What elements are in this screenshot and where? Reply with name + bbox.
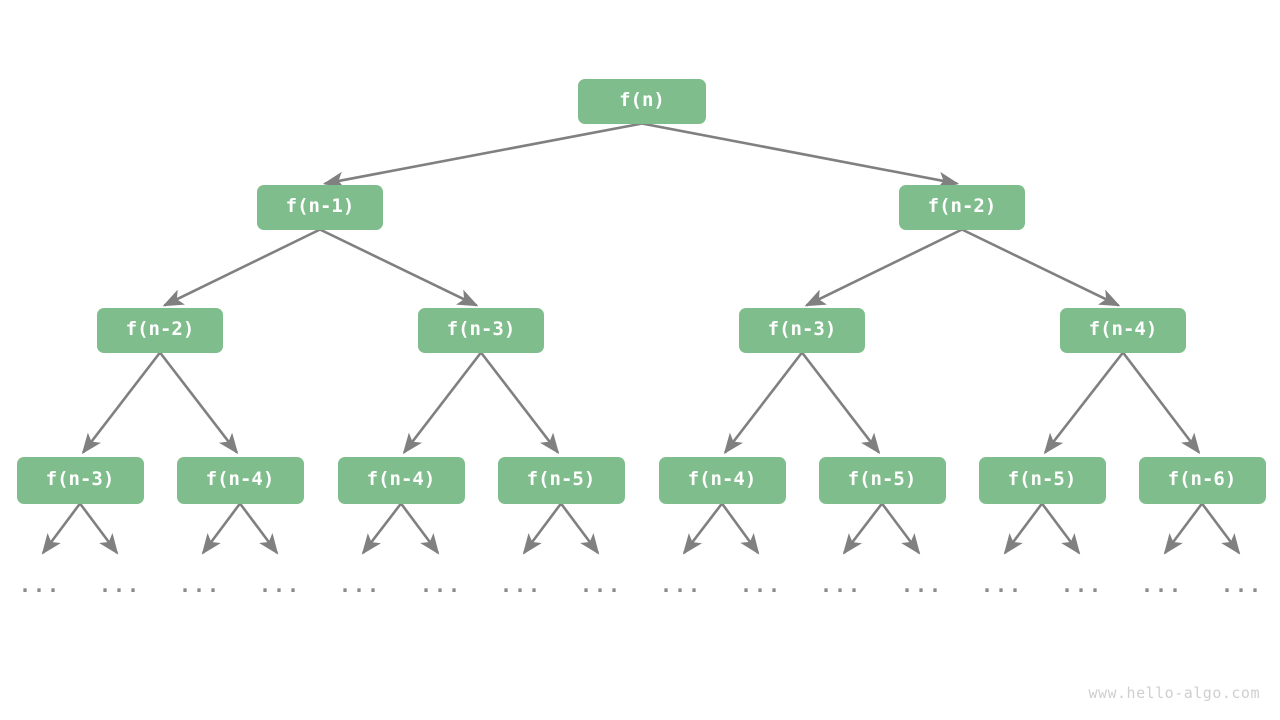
watermark: www.hello-algo.com [1088, 684, 1260, 702]
tree-node-label: f(n-1) [285, 195, 355, 217]
tree-node-n6[interactable]: f(n-4) [1060, 307, 1186, 353]
tree-node-label: f(n-3) [767, 318, 837, 340]
tree-node-n10[interactable]: f(n-5) [497, 456, 625, 504]
ellipsis-marker: ... [1220, 573, 1264, 597]
tree-edge-n4-n10 [479, 351, 560, 455]
tree-edge-n5-n12 [800, 351, 881, 455]
tree-node-label: f(n-4) [1088, 318, 1158, 340]
ellipsis-marker: ... [419, 573, 463, 597]
tree-node-label: f(n-2) [927, 195, 997, 217]
leaf-edge-11 [880, 502, 921, 555]
leaf-edge-7 [559, 502, 600, 555]
leaf-edge-8 [682, 502, 724, 555]
tree-edge-n3-n7 [81, 351, 162, 455]
tree-edge-n2-n5 [804, 228, 963, 307]
tree-node-label: f(n-4) [687, 468, 757, 490]
tree-node-n4[interactable]: f(n-3) [418, 307, 544, 353]
tree-edge-n2-n6 [961, 228, 1121, 307]
ellipsis-marker: ... [659, 573, 703, 597]
leaf-edge-2 [201, 502, 242, 555]
tree-edge-n3-n8 [158, 351, 239, 455]
tree-edge-n0-n2 [641, 122, 960, 189]
tree-node-label: f(n-4) [205, 468, 275, 490]
tree-node-n13[interactable]: f(n-5) [978, 456, 1106, 504]
ellipsis-marker: ... [900, 573, 944, 597]
tree-node-label: f(n-3) [45, 468, 115, 490]
ellipsis-marker: ... [499, 573, 543, 597]
ellipsis-marker: ... [258, 573, 302, 597]
tree-node-label: f(n) [619, 89, 665, 111]
tree-node-n7[interactable]: f(n-3) [16, 456, 144, 504]
leaf-edge-6 [522, 502, 563, 555]
leaf-edges [41, 502, 1241, 555]
tree-edge-n6-n14 [1121, 351, 1201, 455]
tree-node-n1[interactable]: f(n-1) [257, 184, 383, 230]
leaf-edge-3 [238, 502, 279, 555]
ellipsis-marker: ... [579, 573, 623, 597]
leaf-edge-14 [1163, 502, 1204, 555]
tree-edges [81, 122, 1201, 455]
tree-node-label: f(n-5) [847, 468, 917, 490]
tree-edge-n6-n13 [1043, 351, 1125, 455]
tree-node-n3[interactable]: f(n-2) [97, 307, 223, 353]
ellipsis-marker: ... [18, 573, 62, 597]
leaf-edge-15 [1200, 502, 1241, 555]
ellipsis-marker: ... [739, 573, 783, 597]
tree-node-n2[interactable]: f(n-2) [899, 184, 1025, 230]
tree-edge-n1-n4 [319, 228, 479, 307]
leaf-edge-1 [78, 502, 119, 555]
leaf-edge-13 [1040, 502, 1081, 555]
ellipsis-marker: ... [98, 573, 142, 597]
tree-node-n8[interactable]: f(n-4) [176, 456, 304, 504]
ellipsis-marker: ... [1060, 573, 1104, 597]
tree-edge-n0-n1 [322, 122, 643, 189]
tree-node-label: f(n-5) [1007, 468, 1077, 490]
ellipsis-marker: ... [1140, 573, 1184, 597]
tree-node-label: f(n-4) [366, 468, 436, 490]
tree-node-n5[interactable]: f(n-3) [739, 307, 865, 353]
tree-node-n12[interactable]: f(n-5) [818, 456, 946, 504]
ellipsis-marker: ... [980, 573, 1024, 597]
tree-node-label: f(n-2) [125, 318, 195, 340]
leaf-edge-12 [1003, 502, 1044, 555]
tree-node-label: f(n-3) [446, 318, 516, 340]
tree-edge-n5-n11 [723, 351, 804, 455]
tree-node-n9[interactable]: f(n-4) [337, 456, 465, 504]
tree-node-n0[interactable]: f(n) [578, 78, 706, 124]
tree-node-label: f(n-6) [1167, 468, 1237, 490]
tree-node-n11[interactable]: f(n-4) [658, 456, 786, 504]
tree-edge-n1-n3 [162, 228, 321, 307]
leaf-edge-10 [842, 502, 884, 555]
ellipsis-marker: ... [178, 573, 222, 597]
leaf-edge-0 [41, 502, 82, 555]
tree-node-label: f(n-5) [526, 468, 596, 490]
leaf-edge-5 [399, 502, 440, 555]
tree-edge-n4-n9 [402, 351, 483, 455]
tree-node-n14[interactable]: f(n-6) [1138, 456, 1266, 504]
leaf-edge-4 [361, 502, 403, 555]
ellipsis-marker: ... [819, 573, 863, 597]
leaf-edge-9 [720, 502, 760, 555]
ellipsis-marker: ... [338, 573, 382, 597]
